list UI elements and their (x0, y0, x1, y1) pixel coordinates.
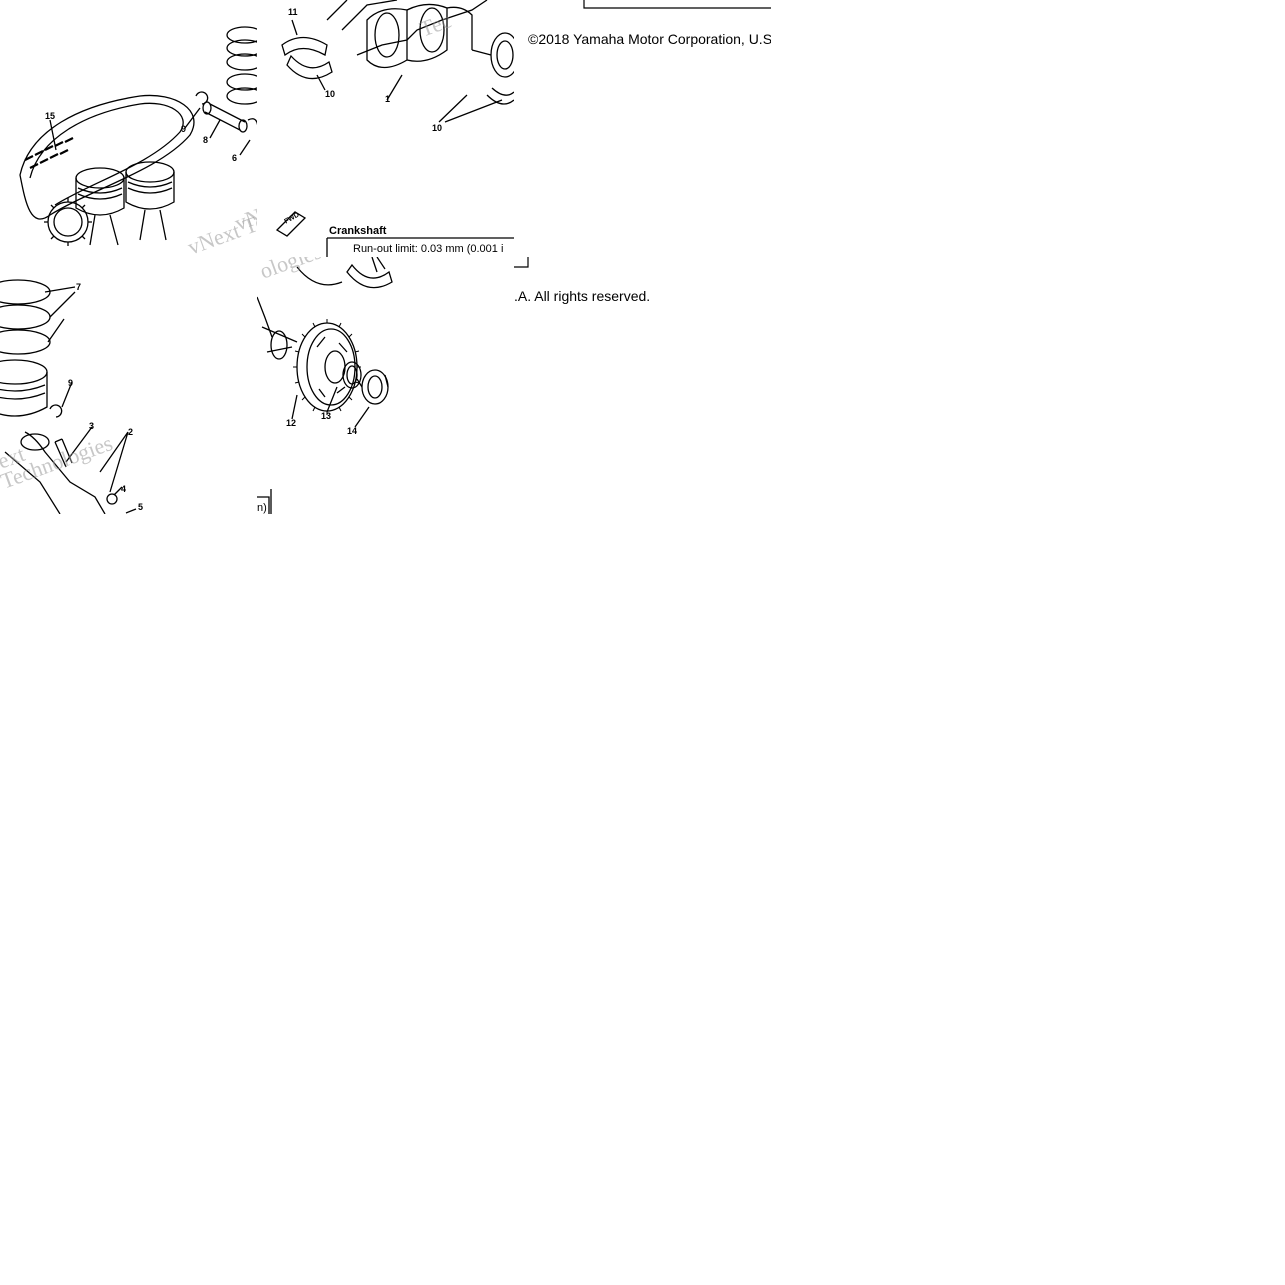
piston-chain-drawing (19, 26, 257, 246)
callout-15: 15 (45, 111, 56, 121)
diagram-tile-rings-rod: 7 9 3 2 4 5 Technologies ext (0, 257, 257, 514)
diagram-tile-piston-chain: 15 9 8 6 vNext Tec vNe (0, 0, 257, 257)
callout-8: 8 (203, 135, 209, 145)
callout-13: 13 (321, 411, 332, 421)
diagram-tile-crankshaft: 11 10 1 10 FWD Crankshaft Run-out limit:… (257, 0, 514, 257)
callout-11: 11 (288, 7, 298, 17)
copyright-line-1: ©2018 Yamaha Motor Corporation, U.S. (528, 31, 771, 47)
diagram-tile-copyright-2: .A. All rights reserved. (514, 257, 771, 514)
copyright-frame (583, 0, 771, 9)
callout-3: 3 (89, 421, 95, 431)
copyright-frame-2 (514, 257, 529, 268)
callout-10a: 10 (325, 89, 336, 99)
rings-rod-drawing (0, 279, 137, 514)
callout-2: 2 (128, 427, 134, 437)
callout-12: 12 (286, 418, 297, 428)
callout-1: 1 (385, 94, 391, 104)
callout-4: 4 (121, 484, 127, 494)
diagram-tile-gear: 12 13 14 n) ologies (257, 257, 514, 514)
spec-runout-tail: n) (257, 502, 267, 514)
callout-6: 6 (232, 153, 238, 163)
copyright-line-2: .A. All rights reserved. (514, 288, 651, 304)
callout-7: 7 (76, 282, 82, 292)
callout-14: 14 (347, 426, 358, 436)
callout-9b: 9 (68, 378, 74, 388)
callout-10b: 10 (432, 123, 443, 133)
diagram-tile-copyright: ©2018 Yamaha Motor Corporation, U.S. (514, 0, 771, 257)
callout-5: 5 (138, 502, 144, 512)
callout-9a: 9 (181, 124, 187, 134)
spec-title: Crankshaft (329, 225, 387, 237)
spec-runout: Run-out limit: 0.03 mm (0.001 i (353, 243, 504, 255)
crankshaft-drawing (275, 0, 514, 257)
gear-drawing (257, 257, 393, 514)
